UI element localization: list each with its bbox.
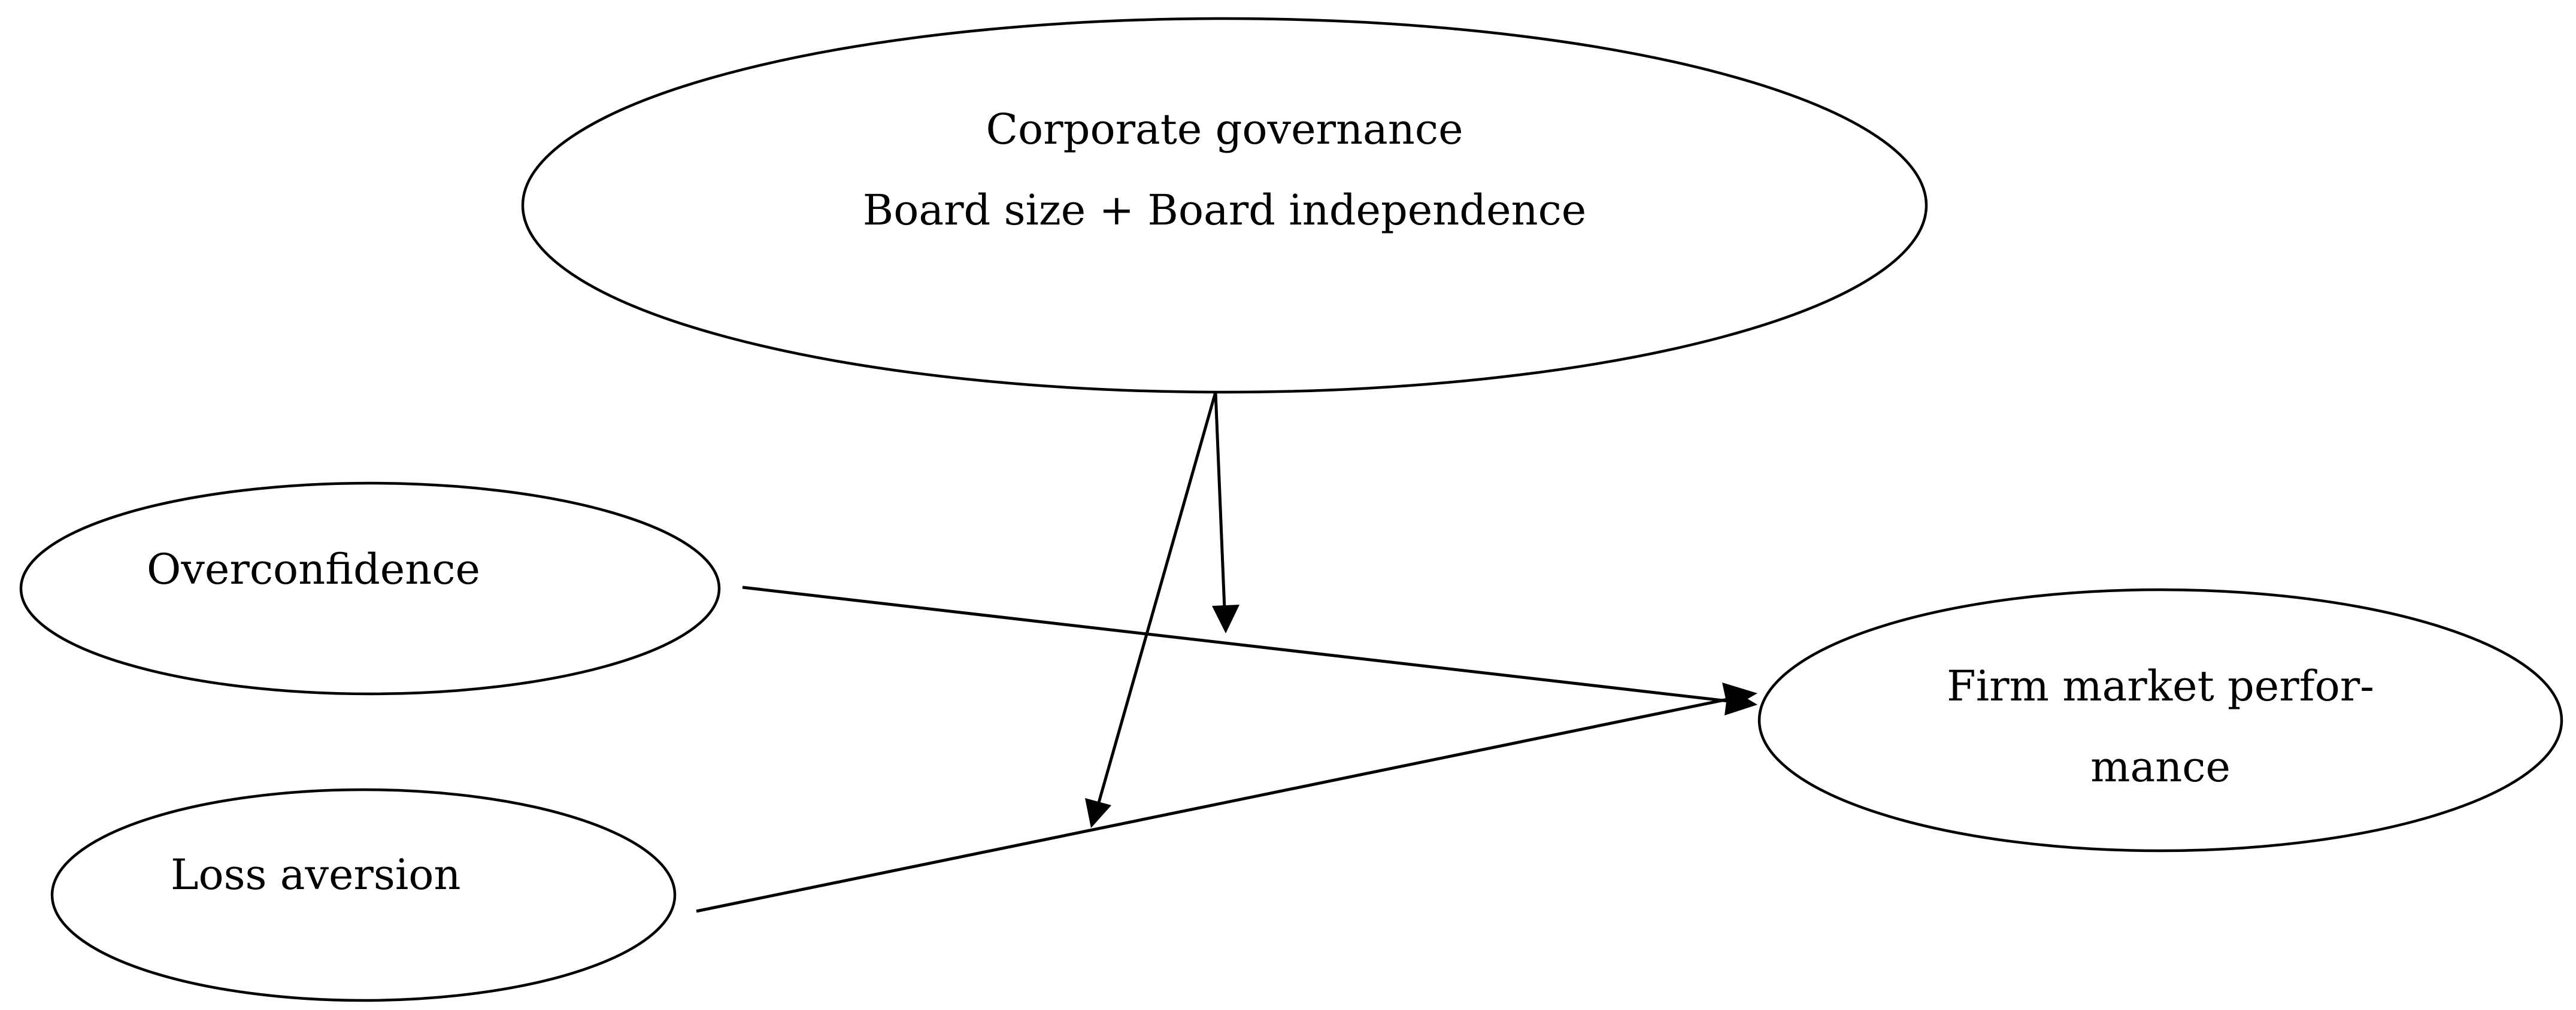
overconfidence-label: Overconfidence <box>147 545 480 594</box>
corporate-governance-measures: Board size + Board independence <box>863 186 1586 235</box>
edge-loss-aversion-to-firm-performance <box>696 696 1734 913</box>
node-corporate-governance: Corporate governance Board size + Board … <box>521 17 1928 394</box>
loss-aversion-ellipse <box>50 788 677 1002</box>
arrowhead-governance-moderates-loss-aversion-path <box>1085 798 1111 828</box>
arrowhead-governance-moderates-overconfidence-path <box>1212 605 1239 633</box>
overconfidence-ellipse <box>19 481 721 696</box>
node-loss-aversion: Loss aversion <box>50 788 677 1002</box>
corporate-governance-ellipse <box>521 17 1928 394</box>
edges <box>696 392 1757 913</box>
firm-market-performance-line2: mance <box>2090 742 2230 791</box>
corporate-governance-title: Corporate governance <box>986 105 1463 154</box>
loss-aversion-label: Loss aversion <box>171 850 460 899</box>
edge-overconfidence-to-firm-performance <box>742 586 1734 703</box>
edge-governance-moderates-loss-aversion-path <box>1096 392 1217 805</box>
node-firm-market-performance: Firm market perfor- mance <box>1757 588 2563 853</box>
firm-market-performance-line1: Firm market perfor- <box>1947 662 2374 711</box>
firm-market-performance-ellipse <box>1757 588 2563 853</box>
arrowhead-loss-aversion-to-firm-performance <box>1722 683 1757 710</box>
node-overconfidence: Overconfidence <box>19 481 721 696</box>
edge-governance-moderates-overconfidence-path <box>1214 392 1226 610</box>
